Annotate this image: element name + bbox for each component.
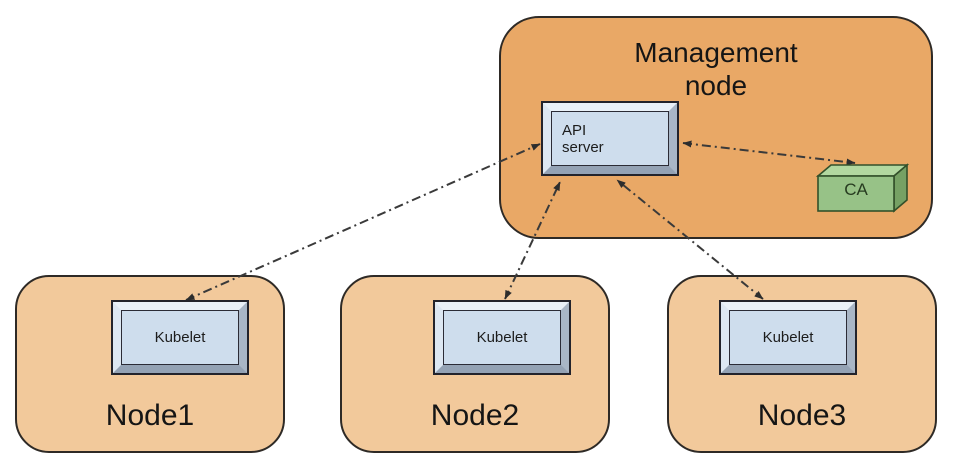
kubelet-box-node3: Kubelet xyxy=(721,302,855,373)
api-server-label: API server xyxy=(551,111,669,166)
ca-label: CA xyxy=(844,180,868,199)
kubelet-label-node3: Kubelet xyxy=(729,310,847,365)
node3-label: Node3 xyxy=(757,399,847,432)
ca-box xyxy=(815,163,910,213)
management-node-label: Management node xyxy=(634,37,798,101)
kubelet-label-node1: Kubelet xyxy=(121,310,239,365)
kubelet-box-node1: Kubelet xyxy=(113,302,247,373)
kubelet-label-node2: Kubelet xyxy=(443,310,561,365)
kubelet-box-node2: Kubelet xyxy=(435,302,569,373)
api-server-box: API server xyxy=(543,103,677,174)
node2-label: Node2 xyxy=(430,399,520,432)
node1-label: Node1 xyxy=(105,399,195,432)
